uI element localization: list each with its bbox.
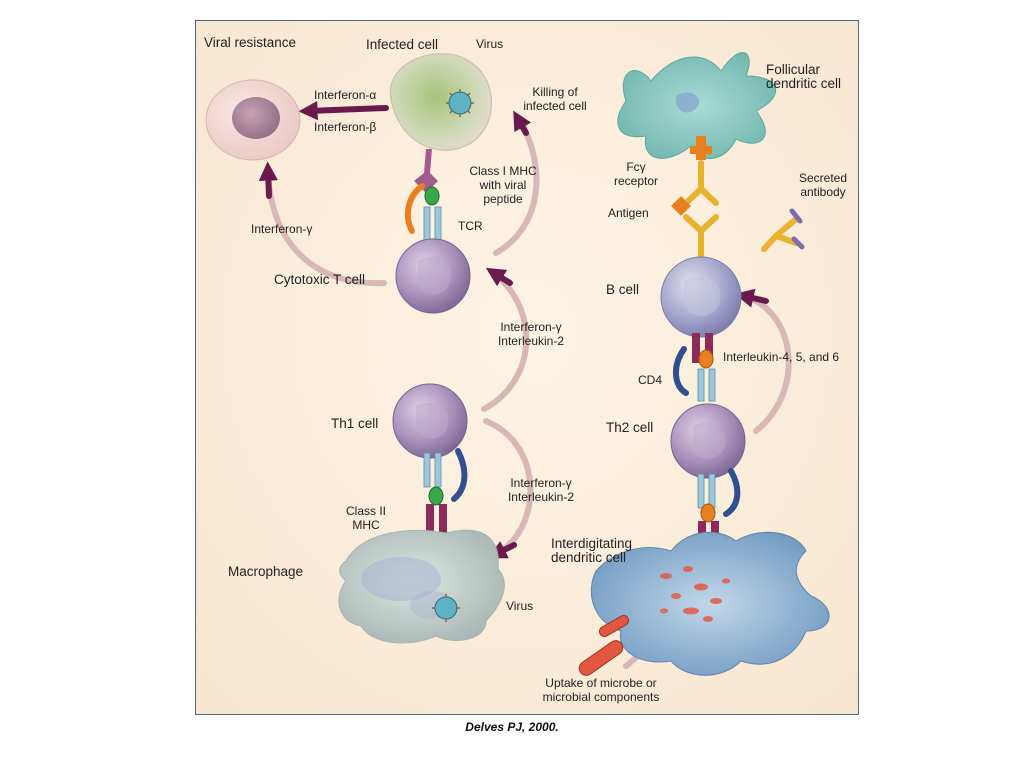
- b-cell: [660, 256, 742, 402]
- label-ifn-il2-upper-line-2: Interleukin-2: [497, 334, 565, 348]
- label-ifn-il2-lower-line-1: Interferon-γ: [510, 476, 572, 490]
- interdigitating-dendritic-cell: [590, 531, 830, 676]
- label-infected-cell: Infected cell: [366, 37, 439, 52]
- label-killing-of-infected-cell: Killing of infected cell: [510, 85, 600, 113]
- label-virus-top: Virus: [476, 37, 504, 51]
- label-secreted-line-1: Secreted: [798, 171, 848, 185]
- label-th1-cell: Th1 cell: [331, 416, 379, 431]
- label-interleukin-456: Interleukin-4, 5, and 6: [723, 350, 840, 364]
- label-killing-line-1: Killing of: [532, 85, 578, 99]
- label-idc-line-2: dendritic cell: [551, 550, 627, 565]
- label-fc-line-2: receptor: [613, 174, 659, 188]
- label-tcr: TCR: [458, 219, 483, 233]
- infected-cell: [389, 53, 493, 151]
- label-class-i-line-2: with viral: [479, 178, 527, 192]
- label-fdc-line-1: Follicular: [766, 62, 821, 77]
- virus-particle-bottom: [434, 596, 458, 620]
- label-interferon-gamma-left: Interferon-γ: [251, 222, 313, 236]
- label-class-i-line-3: peptide: [483, 192, 523, 206]
- label-viral-resistance: Viral resistance: [204, 35, 297, 50]
- label-ifn-il2-lower-line-2: Interleukin-2: [507, 490, 575, 504]
- th1-cell: [392, 383, 468, 534]
- microbes: [578, 615, 630, 676]
- label-secreted-line-2: antibody: [800, 185, 846, 199]
- label-fdc-line-2: dendritic cell: [766, 76, 842, 91]
- label-class-i-line-1: Class I MHC: [469, 164, 537, 178]
- diagram-frame: Viral resistance Infected cell Virus Int…: [195, 20, 859, 715]
- label-interferon-beta: Interferon-β: [314, 120, 377, 134]
- label-class-ii-line-2: MHC: [352, 518, 380, 532]
- label-idc-line-1: Interdigitating: [551, 536, 633, 551]
- arrows: [258, 101, 792, 669]
- label-uptake-line-2: microbial components: [542, 690, 660, 704]
- virus-particle-top: [448, 91, 472, 115]
- label-class-ii-line-1: Class II: [345, 504, 386, 518]
- label-virus-bottom: Virus: [506, 599, 534, 613]
- viral-resistance-cell: [205, 79, 301, 161]
- label-interdigitating-dendritic-cell: Interdigitating dendritic cell: [551, 537, 632, 565]
- label-cd4: CD4: [638, 373, 663, 387]
- label-fc-line-1: Fcγ: [626, 160, 646, 174]
- macrophage: [338, 529, 505, 644]
- label-th2-cell: Th2 cell: [606, 420, 654, 435]
- label-cytotoxic-t-cell: Cytotoxic T cell: [274, 272, 366, 287]
- label-interferon-alpha: Interferon-α: [314, 88, 377, 102]
- class-i-mhc-tcr: [404, 149, 442, 242]
- label-macrophage: Macrophage: [228, 564, 304, 579]
- th2-cell: [670, 403, 746, 551]
- label-ifn-il2-upper-line-1: Interferon-γ: [500, 320, 562, 334]
- label-ifn-il2-upper: Interferon-γ Interleukin-2: [481, 320, 581, 348]
- label-uptake-line-1: Uptake of microbe or: [545, 676, 657, 690]
- label-class-i-mhc: Class I MHC with viral peptide: [458, 164, 548, 206]
- label-secreted-antibody: Secreted antibody: [788, 171, 858, 199]
- follicular-dendritic-cell: [617, 52, 777, 160]
- label-antigen: Antigen: [608, 206, 649, 220]
- cytotoxic-t-cell: [395, 238, 471, 314]
- label-class-ii-mhc: Class II MHC: [336, 504, 396, 532]
- label-killing-line-2: infected cell: [523, 99, 587, 113]
- fc-gamma-receptor: [690, 136, 712, 160]
- label-fc-gamma-receptor: Fcγ receptor: [601, 160, 671, 188]
- label-uptake: Uptake of microbe or microbial component…: [526, 676, 676, 704]
- label-b-cell: B cell: [606, 282, 640, 297]
- figure-caption: Delves PJ, 2000.: [465, 720, 559, 734]
- diagram-art: [196, 21, 858, 714]
- antibodies: [683, 160, 805, 259]
- label-ifn-il2-lower: Interferon-γ Interleukin-2: [491, 476, 591, 504]
- label-follicular-dendritic-cell: Follicular dendritic cell: [766, 63, 841, 91]
